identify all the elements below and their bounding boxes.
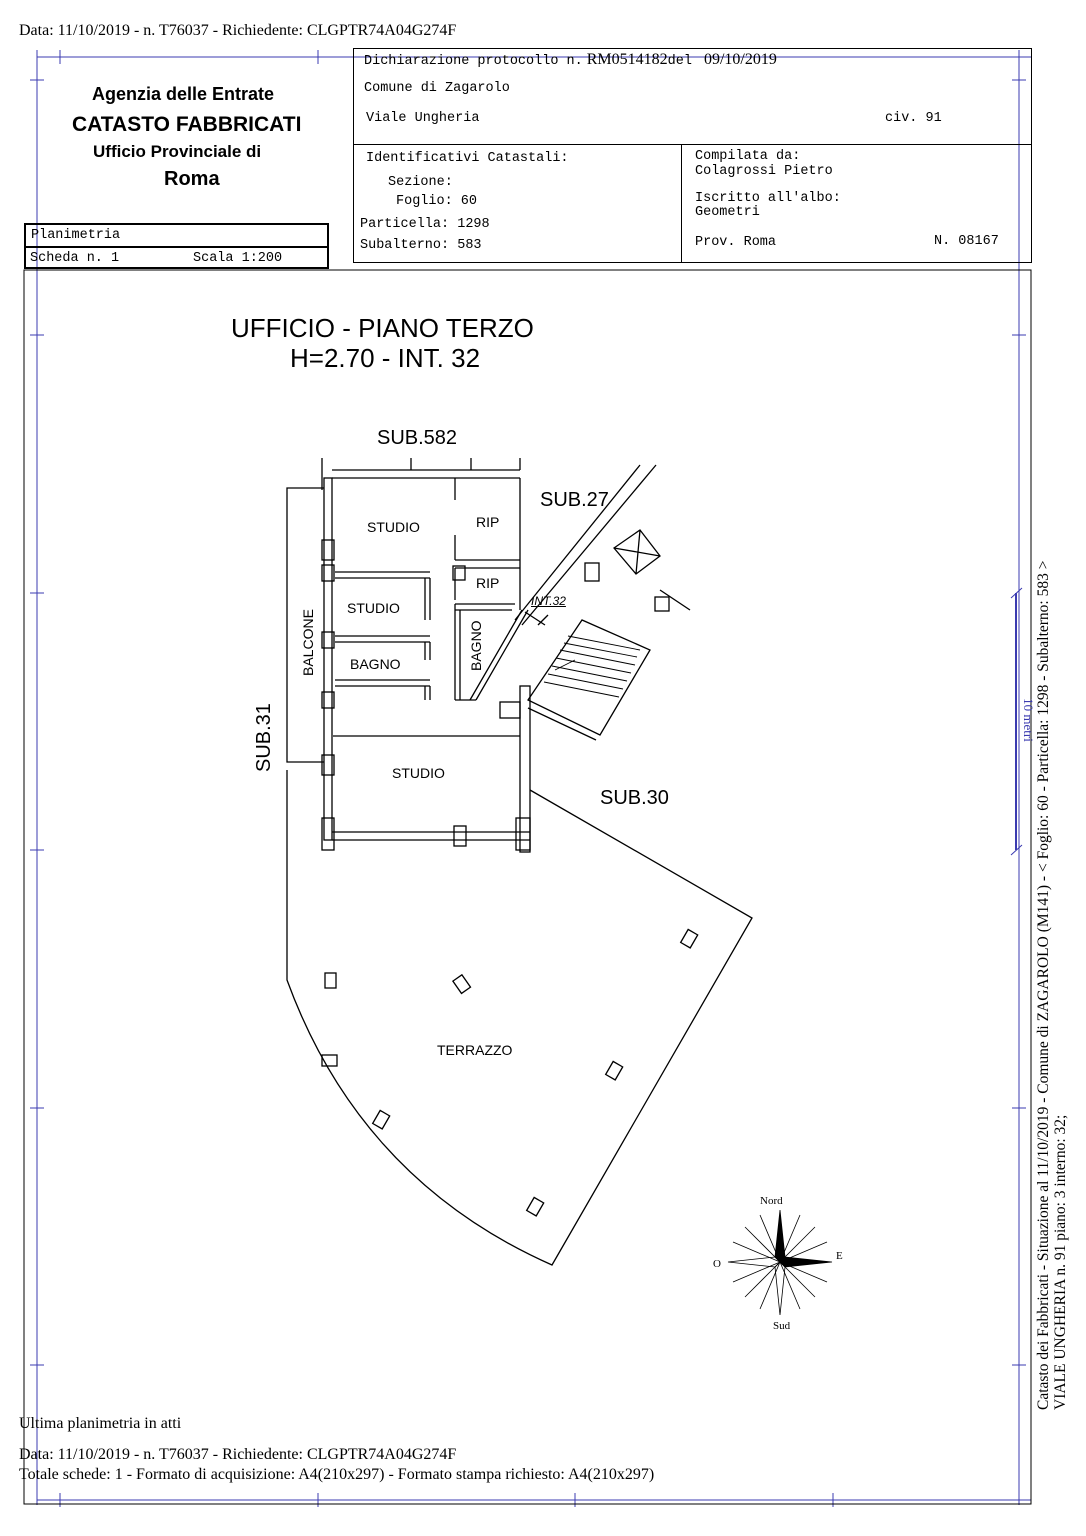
street: Viale Ungheria — [366, 111, 480, 126]
plan-subtitle: H=2.70 - INT. 32 — [290, 343, 481, 373]
side-text: Catasto dei Fabbricati - Situazione al 1… — [1035, 561, 1069, 1410]
protocol-line: Dichiarazione protocollo n. RM0514182del… — [364, 51, 777, 69]
side-text-line2: VIALE UNGHERIA n. 91 piano: 3 interno: 3… — [1052, 1114, 1069, 1410]
del-label: del — [667, 54, 692, 69]
protocol-date: 09/10/2019 — [703, 51, 777, 68]
protocol-number: RM0514182 — [586, 51, 668, 68]
compass-south: Sud — [773, 1320, 791, 1332]
province: Prov. Roma — [695, 235, 777, 250]
particella: Particella: 1298 — [360, 217, 490, 232]
foglio: Foglio: 60 — [396, 194, 478, 209]
plan-box: Planimetria Scheda n. 1 Scala 1:200 — [24, 223, 329, 269]
albo: Geometri — [695, 205, 760, 220]
label-sub27: SUB.27 — [540, 489, 609, 511]
room-studio-3: STUDIO — [392, 765, 445, 781]
office-city: Roma — [164, 168, 220, 190]
room-rip-1: RIP — [476, 514, 500, 530]
room-terrazzo: TERRAZZO — [437, 1042, 513, 1058]
room-bagno-2: BAGNO — [468, 620, 484, 671]
room-studio-1: STUDIO — [367, 519, 420, 535]
identifiers-title: Identificativi Catastali: — [366, 151, 569, 166]
footer-data-line: Data: 11/10/2019 - n. T76037 - Richieden… — [19, 1446, 457, 1463]
plan-type: Planimetria — [31, 228, 121, 243]
declaration-box: Dichiarazione protocollo n. RM0514182del… — [353, 48, 1032, 263]
scale: Scala 1:200 — [193, 251, 283, 266]
side-text-line1: Catasto dei Fabbricati - Situazione al 1… — [1035, 560, 1052, 1410]
label-sub31: SUB.31 — [253, 703, 275, 772]
registration-number: N. 08167 — [934, 234, 999, 249]
label-sub582: SUB.582 — [377, 427, 458, 449]
room-studio-2: STUDIO — [347, 600, 400, 616]
agency-name: Agenzia delle Entrate — [92, 84, 275, 104]
header-data-line: Data: 11/10/2019 - n. T76037 - Richieden… — [19, 22, 457, 39]
civic-number: civ. 91 — [885, 111, 942, 126]
compass-north: Nord — [760, 1195, 783, 1207]
office-label: Ufficio Provinciale di — [93, 142, 262, 161]
compass-rose-icon — [727, 1209, 833, 1316]
label-int32: INT.32 — [531, 594, 566, 608]
scheda-number: Scheda n. 1 — [30, 251, 120, 266]
floor-plan — [286, 458, 753, 1266]
protocol-label: Dichiarazione protocollo n. — [364, 54, 583, 69]
last-plan-note: Ultima planimetria in atti — [19, 1415, 182, 1432]
subalterno: Subalterno: 583 — [360, 238, 482, 253]
compass-west: O — [713, 1258, 721, 1270]
plan-title: UFFICIO - PIANO TERZO — [231, 313, 534, 343]
footer-format-line: Totale schede: 1 - Formato di acquisizio… — [19, 1466, 655, 1483]
sezione: Sezione: — [388, 175, 453, 190]
label-sub30: SUB.30 — [600, 787, 669, 809]
comune: Comune di Zagarolo — [364, 81, 510, 96]
room-rip-2: RIP — [476, 575, 500, 591]
compass-east: E — [836, 1250, 843, 1262]
compiled-label: Compilata da: — [695, 149, 801, 164]
albo-label: Iscritto all'albo: — [695, 191, 841, 206]
room-bagno-1: BAGNO — [350, 656, 401, 672]
room-balcone: BALCONE — [300, 609, 316, 676]
catasto-title: CATASTO FABBRICATI — [72, 113, 302, 136]
scale-bar-label: 10 metri — [1020, 698, 1036, 742]
compiler-name: Colagrossi Pietro — [695, 164, 833, 179]
